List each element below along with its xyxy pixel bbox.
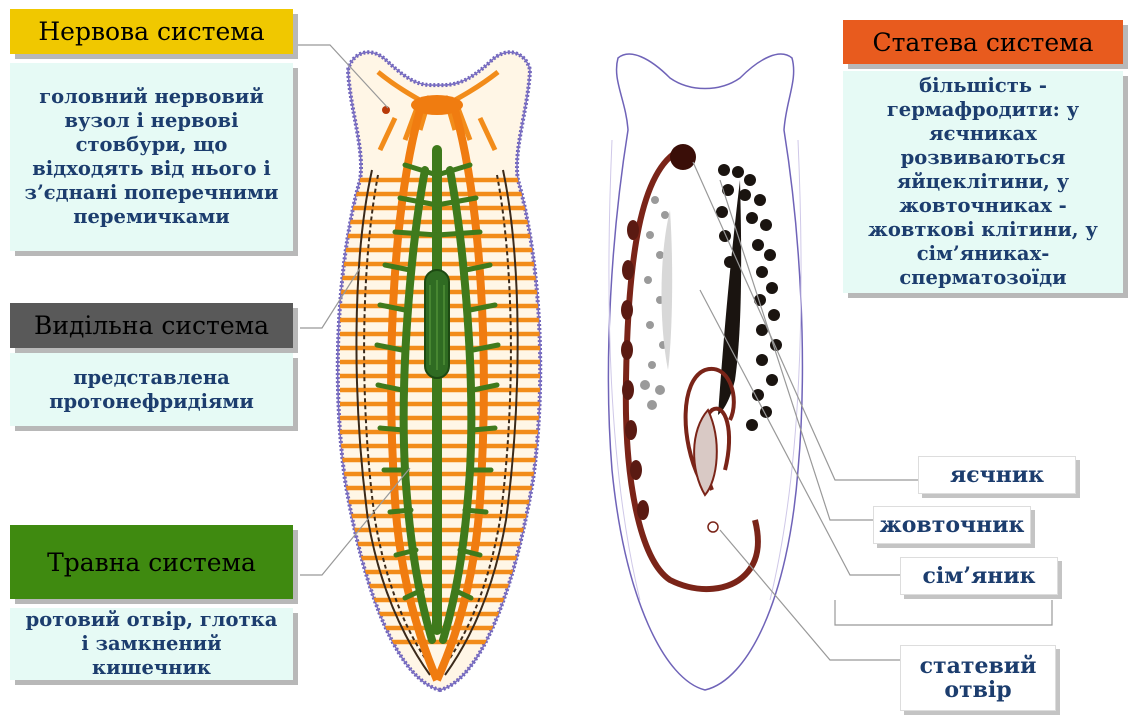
reproductive-system-description: більшість - гермафродити: у яєчниках роз… [843,71,1123,293]
reproductive-system-text: більшість - гермафродити: у яєчниках роз… [843,74,1123,290]
cerebral-ganglion [411,95,463,115]
ovary-label: яєчник [918,456,1076,494]
nervous-system-description: головний нервовий вузол і нервові стовбу… [10,63,293,251]
digestive-system-description: ротовий отвір, глотка і замкнений кишечн… [10,608,293,680]
genital-pore-label: статевий отвір [900,645,1056,711]
nervous-system-text: головний нервовий вузол і нервові стовбу… [10,85,293,229]
testis-label: сім’яник [900,557,1058,595]
digestive-system-title: Травна система [10,525,293,599]
digestive-system-text: ротовий отвір, глотка і замкнений кишечн… [10,608,293,680]
ovary [670,144,696,170]
genital-pore [708,522,718,532]
nervous-system-title: Нервова система [10,9,293,54]
left-planarian-body [338,52,540,690]
yolk-gland-label: жовточник [873,506,1031,544]
excretory-system-text: представлена протонефридіями [9,366,294,414]
excretory-system-description: представлена протонефридіями [10,353,293,426]
excretory-system-title: Видільна система [10,303,293,348]
reproductive-system-title: Статева система [843,20,1123,64]
right-planarian-body [608,54,802,690]
